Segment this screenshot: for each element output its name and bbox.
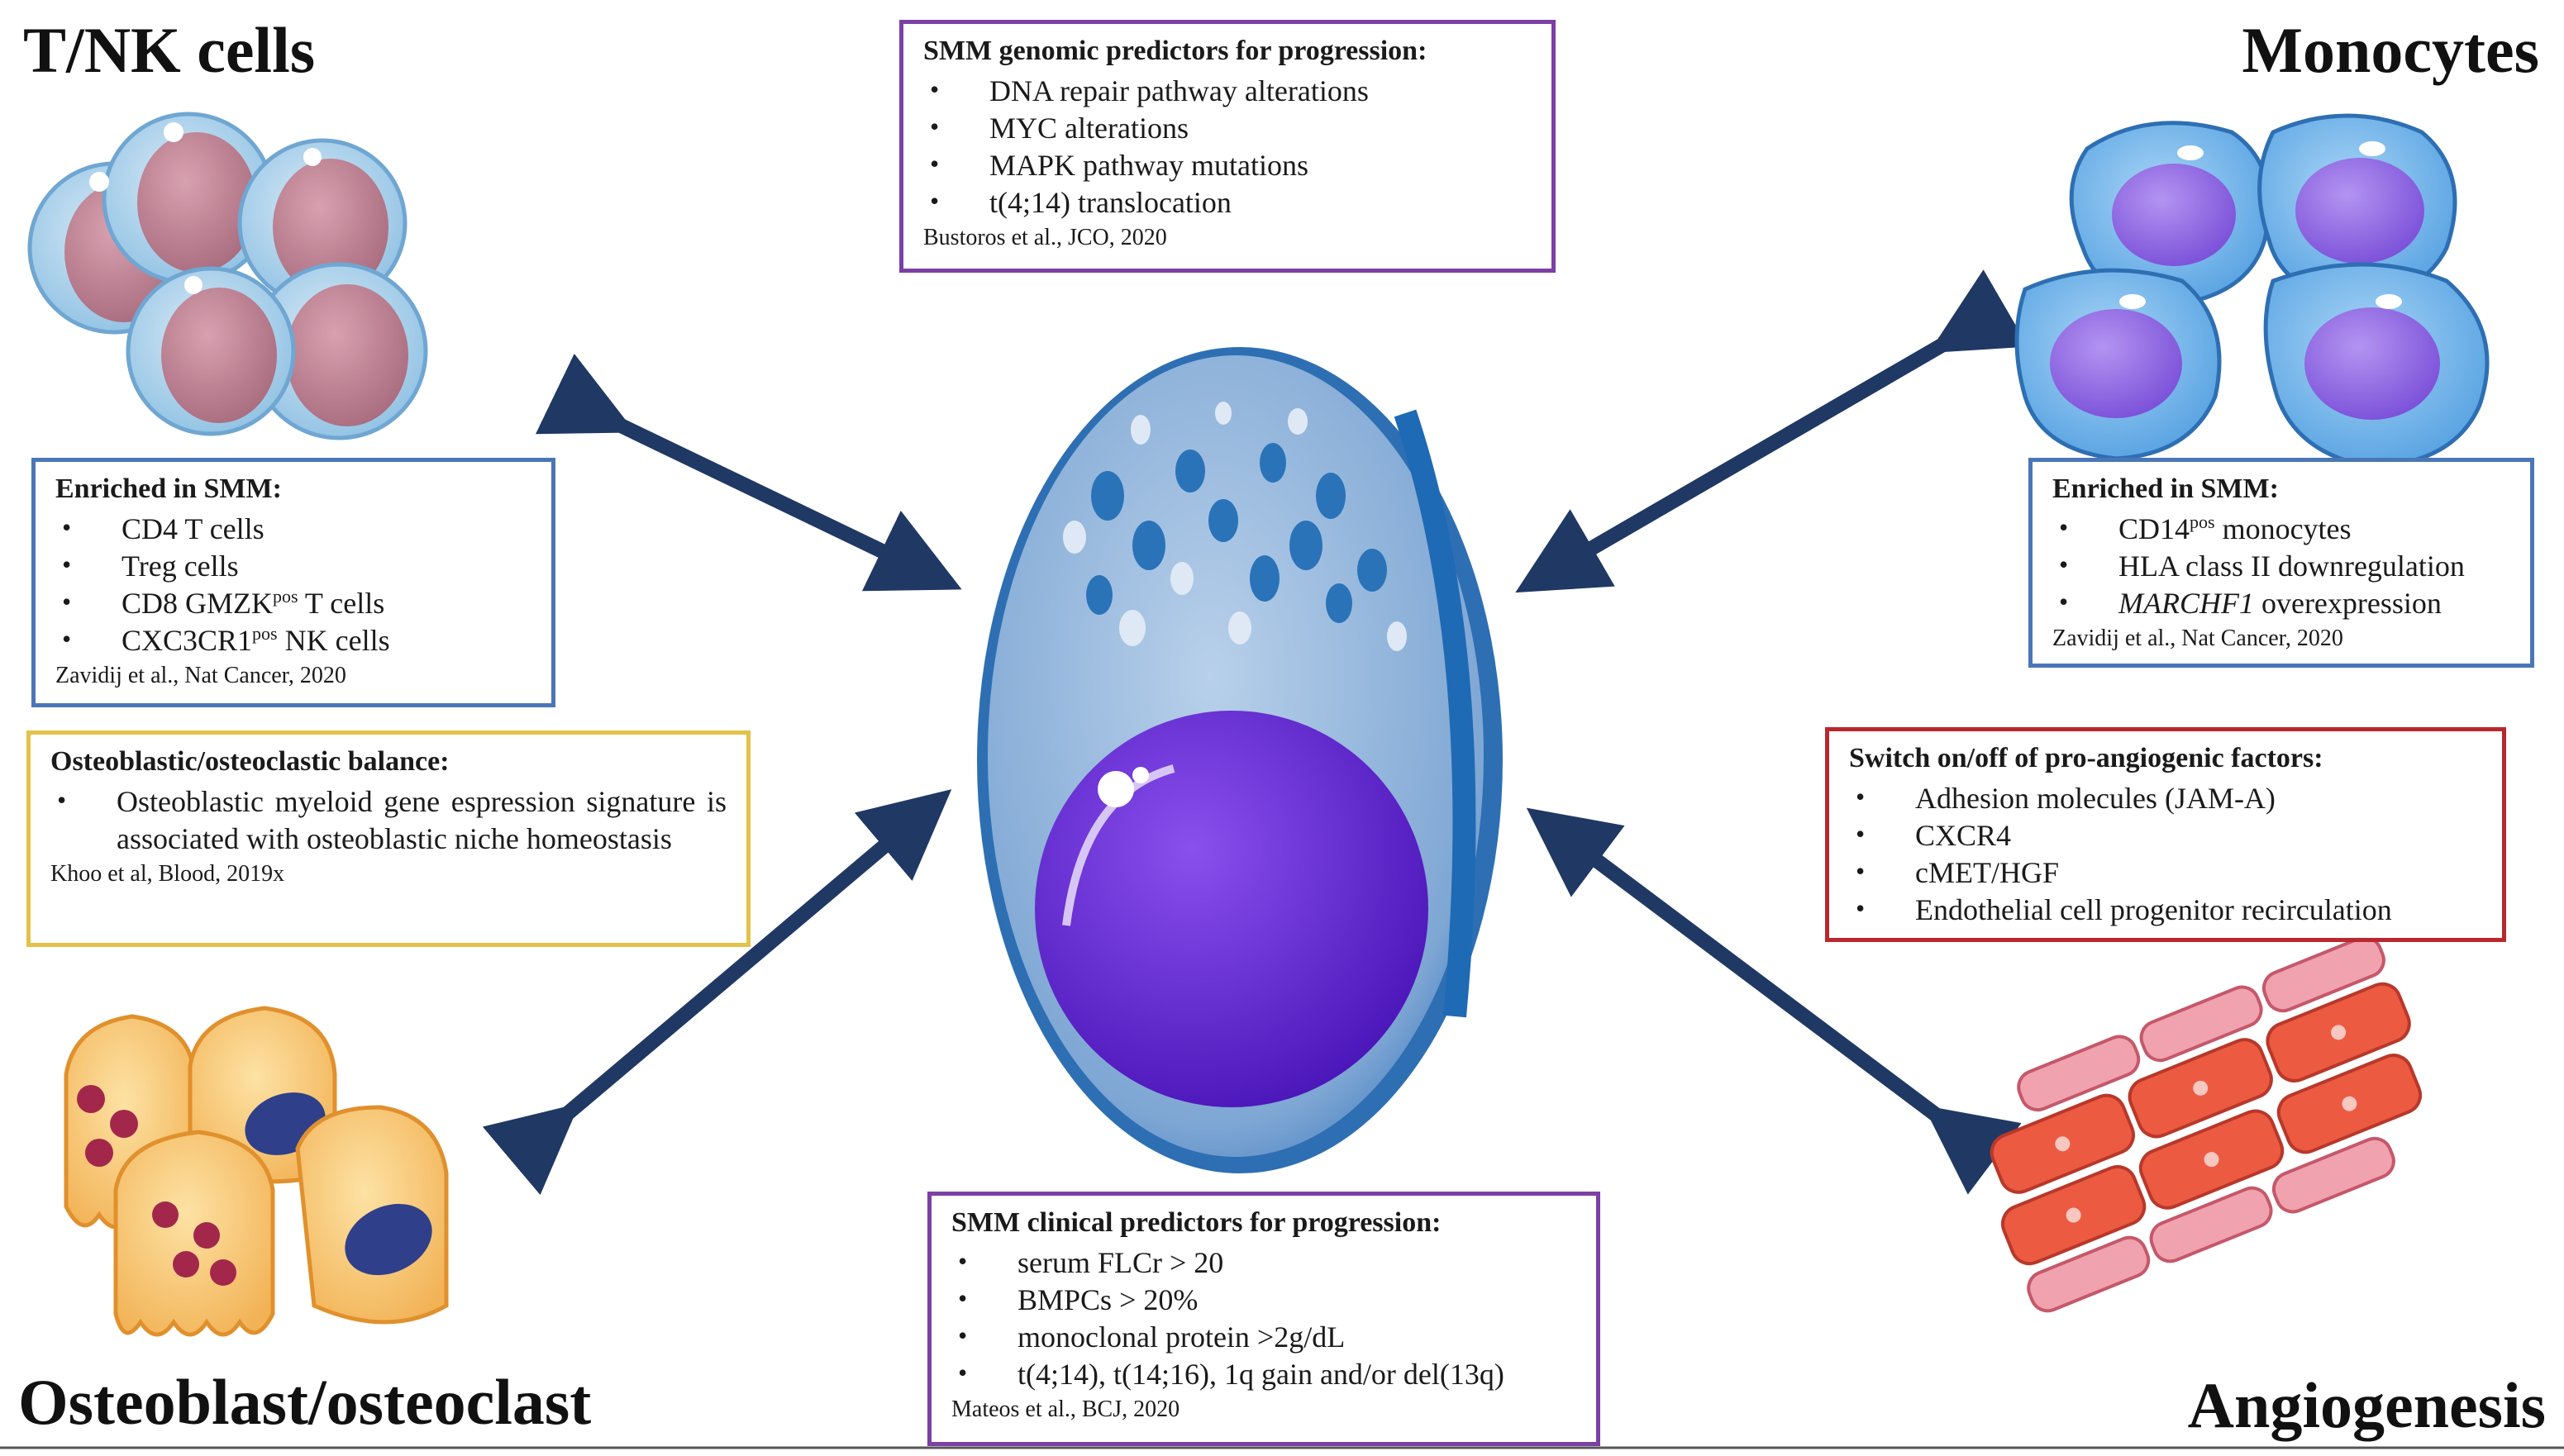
tnk-item: CXC3CR1pos NK cells (55, 622, 531, 659)
mono-item: HLA class II downregulation (2052, 548, 2510, 585)
osteo-balance-header: Osteoblastic/osteoclastic balance: (50, 746, 450, 777)
clinical-reference: Mateos et al., BCJ, 2020 (951, 1396, 1180, 1422)
gene-name: MARCHF1 (2118, 586, 2254, 620)
genomic-item: DNA repair pathway alterations (923, 73, 1532, 110)
angiogenic-factors-box: Switch on/off of pro-angiogenic factors:… (1825, 727, 2506, 942)
arrow-angio (1526, 807, 2022, 1195)
genomic-reference: Bustoros et al., JCO, 2020 (923, 224, 1167, 250)
mono-item-text: CD14 (2118, 512, 2190, 545)
angio-item: CXCR4 (1849, 817, 2482, 854)
mono-item: CD14pos monocytes (2052, 511, 2510, 548)
title-angiogenesis: Angiogenesis (2187, 1369, 2546, 1441)
arrow-tnk (535, 353, 962, 592)
genomic-predictors-header: SMM genomic predictors for progression: (923, 36, 1427, 66)
genomic-item: t(4;14) translocation (923, 184, 1532, 221)
tnk-item: CD4 T cells (55, 511, 531, 548)
tnk-item-text: T cells (298, 586, 385, 620)
osteo-cells-illustration (64, 1006, 449, 1337)
arrows (482, 269, 2028, 1196)
tnk-reference: Zavidij et al., Nat Cancer, 2020 (55, 662, 346, 688)
tnk-item: CD8 GMZKpos T cells (55, 585, 531, 622)
title-osteoblast-osteoclast: Osteoblast/osteoclast (18, 1366, 592, 1438)
clinical-predictors-box: SMM clinical predictors for progression:… (927, 1192, 1600, 1446)
tnk-item-text: NK cells (277, 623, 390, 657)
arrow-osteo (482, 789, 952, 1196)
clinical-item: t(4;14), t(14;16), 1q gain and/or del(13… (951, 1356, 1576, 1393)
clinical-item: BMPCs > 20% (951, 1282, 1576, 1319)
genomic-item: MYC alterations (923, 110, 1532, 147)
mono-item-text: overexpression (2253, 586, 2442, 620)
tnk-enriched-header: Enriched in SMM: (55, 473, 282, 504)
pos-superscript: pos (2190, 511, 2215, 532)
angio-item: Adhesion molecules (JAM-A) (1849, 780, 2482, 817)
clinical-item: serum FLCr > 20 (951, 1244, 1576, 1282)
angio-factors-header: Switch on/off of pro-angiogenic factors: (1849, 743, 2323, 773)
tnk-item-text: CD8 GMZK (122, 586, 274, 620)
tnk-enriched-box: Enriched in SMM: CD4 T cells Treg cells … (31, 458, 555, 707)
plasma-cell-illustration (977, 347, 1503, 1173)
clinical-item: monoclonal protein >2g/dL (951, 1319, 1576, 1356)
osteo-reference: Khoo et al, Blood, 2019x (50, 860, 285, 887)
pos-superscript: pos (252, 622, 278, 644)
mono-reference: Zavidij et al., Nat Cancer, 2020 (2052, 625, 2343, 651)
clinical-predictors-header: SMM clinical predictors for progression: (951, 1207, 1442, 1238)
arrow-monocytes (1515, 269, 2028, 593)
angiogenesis-illustration (1990, 935, 2423, 1313)
genomic-item: MAPK pathway mutations (923, 147, 1532, 184)
title-tnk-cells: T/NK cells (23, 14, 316, 86)
mono-item: MARCHF1 overexpression (2052, 585, 2510, 622)
osteo-item: Osteoblastic myeloid gene espression sig… (50, 783, 727, 858)
angio-item: cMET/HGF (1849, 854, 2482, 892)
mono-enriched-header: Enriched in SMM: (2052, 473, 2279, 504)
mono-item-text: monocytes (2214, 512, 2352, 545)
genomic-predictors-box: SMM genomic predictors for progression: … (899, 20, 1556, 273)
monocytes-illustration (2014, 113, 2490, 469)
tnk-cells-illustration (27, 112, 428, 440)
osteo-balance-box: Osteoblastic/osteoclastic balance: Osteo… (26, 730, 751, 947)
monocytes-enriched-box: Enriched in SMM: CD14pos monocytes HLA c… (2028, 458, 2534, 668)
pos-superscript: pos (273, 585, 298, 607)
tnk-item: Treg cells (55, 548, 531, 585)
title-monocytes: Monocytes (2242, 14, 2539, 86)
tnk-item-text: CXC3CR1 (122, 623, 253, 657)
angio-item: Endothelial cell progenitor recirculatio… (1849, 892, 2482, 929)
